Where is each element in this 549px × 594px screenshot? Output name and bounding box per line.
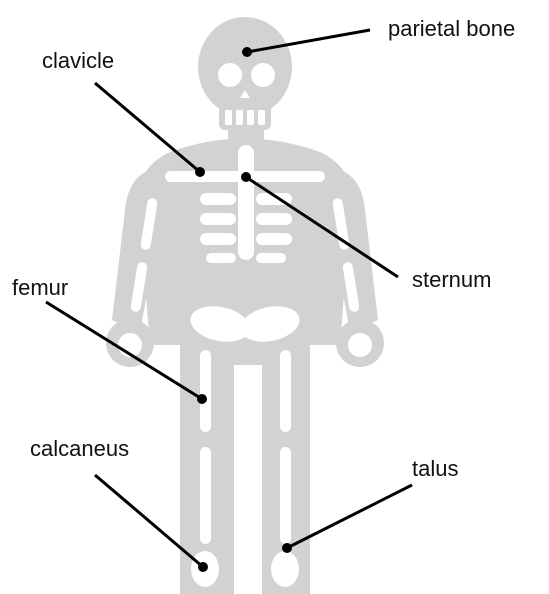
tooth-1	[225, 110, 232, 125]
label-sternum: sternum	[412, 267, 491, 292]
rib	[200, 213, 236, 225]
left-femur-bone	[200, 350, 211, 432]
body-silhouette	[106, 17, 384, 594]
clavicle-leader	[95, 83, 200, 172]
right-hand-bone	[348, 333, 372, 357]
right-foot-bone	[271, 551, 299, 587]
rib	[256, 253, 286, 263]
clavicle-dot	[195, 167, 205, 177]
label-talus: talus	[412, 456, 458, 481]
talus-dot	[282, 543, 292, 553]
sternum-bone	[238, 145, 254, 260]
right-femur-bone	[280, 350, 291, 432]
label-calcaneus: calcaneus	[30, 436, 129, 461]
tooth-3	[247, 110, 254, 125]
rib	[206, 253, 236, 263]
rib	[256, 233, 292, 245]
tooth-2	[236, 110, 243, 125]
rib	[256, 213, 292, 225]
right-eye-socket	[251, 63, 275, 87]
left-eye-socket	[218, 63, 242, 87]
label-parietal-bone: parietal bone	[388, 16, 515, 41]
left-tibia-bone	[200, 447, 211, 544]
sternum-dot	[241, 172, 251, 182]
label-clavicle: clavicle	[42, 48, 114, 73]
femur-dot	[197, 394, 207, 404]
tooth-4	[258, 110, 265, 125]
parietal-bone-dot	[242, 47, 252, 57]
rib	[200, 233, 236, 245]
label-femur: femur	[12, 275, 68, 300]
rib	[200, 193, 236, 205]
calcaneus-dot	[198, 562, 208, 572]
right-tibia-bone	[280, 447, 291, 544]
